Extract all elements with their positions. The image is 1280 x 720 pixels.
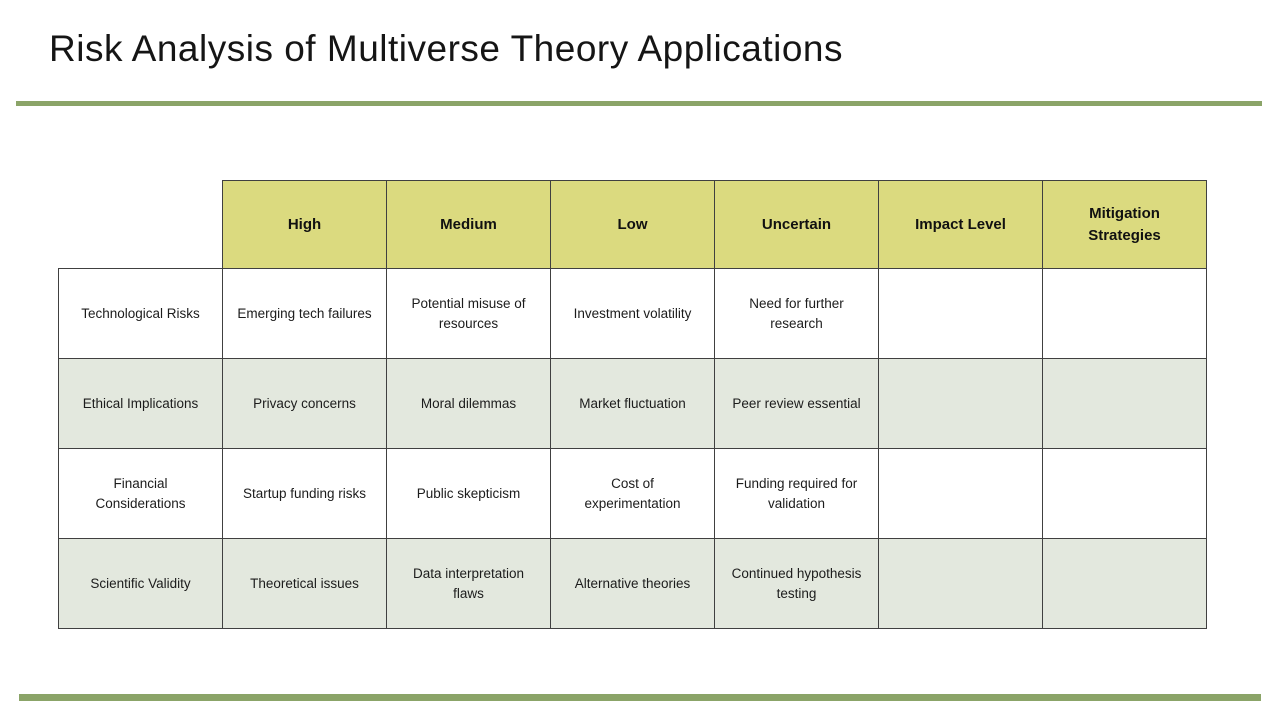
slide-title: Risk Analysis of Multiverse Theory Appli…: [49, 28, 843, 69]
table-cell: Continued hypothesis testing: [714, 538, 879, 629]
table-cell: Moral dilemmas: [386, 358, 551, 449]
table-cell: [878, 448, 1043, 539]
table-cell: Cost of experimentation: [550, 448, 715, 539]
table-cell: Public skepticism: [386, 448, 551, 539]
table-cell: [1042, 268, 1207, 359]
column-header-medium: Medium: [386, 180, 551, 269]
title-divider: [16, 101, 1262, 106]
table-cell: Alternative theories: [550, 538, 715, 629]
table-cell: [1042, 358, 1207, 449]
corner-spacer-cell: [59, 181, 223, 269]
table-row-financial-considerations: Financial Considerations Startup funding…: [58, 448, 1207, 539]
table-cell: [1042, 448, 1207, 539]
column-header-low: Low: [550, 180, 715, 269]
table-cell: Funding required for validation: [714, 448, 879, 539]
table-cell: Peer review essential: [714, 358, 879, 449]
table-cell: Emerging tech failures: [222, 268, 387, 359]
row-label: Technological Risks: [58, 268, 223, 359]
row-label: Financial Considerations: [58, 448, 223, 539]
table-cell: Need for further research: [714, 268, 879, 359]
table-cell: Startup funding risks: [222, 448, 387, 539]
table-cell: [1042, 538, 1207, 629]
column-header-high: High: [222, 180, 387, 269]
table-row-scientific-validity: Scientific Validity Theoretical issues D…: [58, 538, 1207, 629]
row-label: Ethical Implications: [58, 358, 223, 449]
table-cell: Investment volatility: [550, 268, 715, 359]
column-header-mitigation-strategies: Mitigation Strategies: [1042, 180, 1207, 269]
table-row-ethical-implications: Ethical Implications Privacy concerns Mo…: [58, 358, 1207, 449]
risk-analysis-table: High Medium Low Uncertain Impact Level M…: [58, 180, 1207, 629]
table-cell: Theoretical issues: [222, 538, 387, 629]
column-header-impact-level: Impact Level: [878, 180, 1043, 269]
column-header-uncertain: Uncertain: [714, 180, 879, 269]
header-row: High Medium Low Uncertain Impact Level M…: [59, 180, 1207, 269]
table-cell: [878, 358, 1043, 449]
table-row-technological-risks: Technological Risks Emerging tech failur…: [58, 268, 1207, 359]
table-cell: [878, 268, 1043, 359]
bottom-accent-bar: [19, 694, 1261, 701]
table-cell: Market fluctuation: [550, 358, 715, 449]
table-cell: [878, 538, 1043, 629]
table-cell: Privacy concerns: [222, 358, 387, 449]
table-cell: Potential misuse of resources: [386, 268, 551, 359]
table-cell: Data interpretation flaws: [386, 538, 551, 629]
row-label: Scientific Validity: [58, 538, 223, 629]
